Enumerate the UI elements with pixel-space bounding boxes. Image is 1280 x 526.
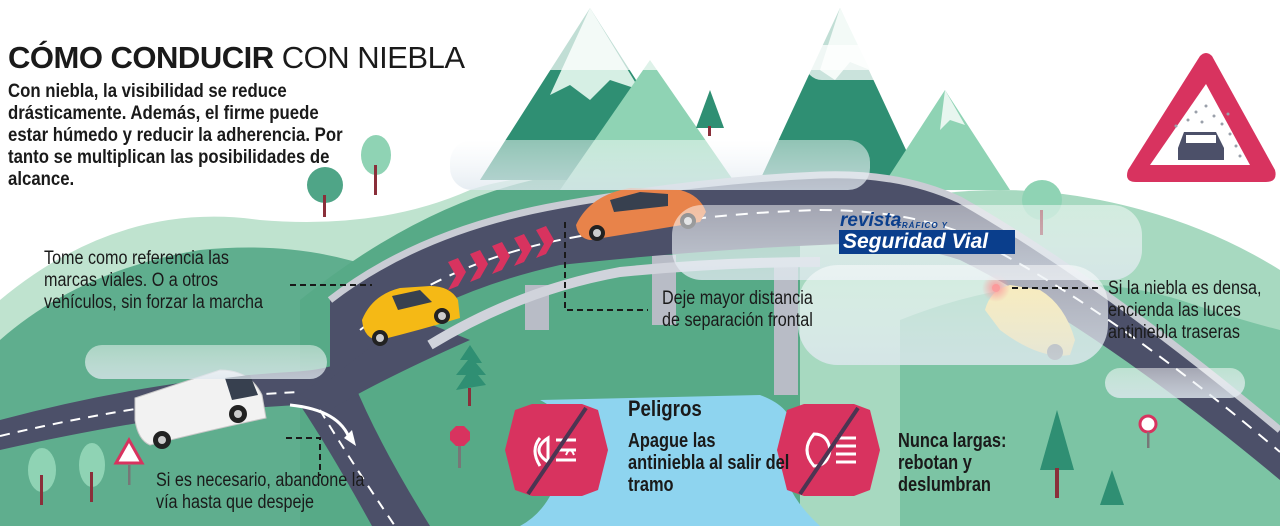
van-white <box>134 369 267 449</box>
page-title: CÓMO CONDUCIR CON NIEBLA <box>8 40 465 75</box>
yield-sign-icon <box>113 436 145 485</box>
danger-item-fog-lights: Apague las antiniebla al salir del tramo <box>628 430 790 496</box>
callout-lines <box>286 222 1098 476</box>
car-yellow <box>362 286 460 346</box>
car-orange <box>576 188 706 241</box>
intro-text: Con niebla, la visibilidad se reduce drá… <box>8 80 343 190</box>
high-beam-off-icon <box>777 404 880 496</box>
note-rear-fog: Si la niebla es densa, encienda las luce… <box>1108 278 1262 343</box>
note-reference: Tome como referencia las marcas viales. … <box>44 248 264 313</box>
danger-item-high-beams: Nunca largas: rebotan y deslumbran <box>898 430 1007 496</box>
logo-line-1: revista <box>840 210 902 231</box>
fog-light-off-icon <box>505 404 608 496</box>
dangers-heading: Peligros <box>628 396 702 421</box>
chevron-markers <box>448 226 554 290</box>
logo-line-3: Seguridad Vial <box>839 230 1015 254</box>
stop-sign-icon <box>450 426 470 468</box>
magazine-logo: revista TRÁFICO Y Seguridad Vial <box>836 210 1015 256</box>
note-distance: Deje mayor distancia de separación front… <box>662 288 813 331</box>
fog-warning-sign-icon <box>1127 53 1276 182</box>
logo-line-2: TRÁFICO Y <box>896 221 948 230</box>
fog-bands <box>85 0 1245 398</box>
roadside-sign-icon <box>1138 414 1158 448</box>
note-leave-road: Si es necesario, abandone la vía hasta q… <box>156 470 365 513</box>
lower-road <box>0 320 470 526</box>
